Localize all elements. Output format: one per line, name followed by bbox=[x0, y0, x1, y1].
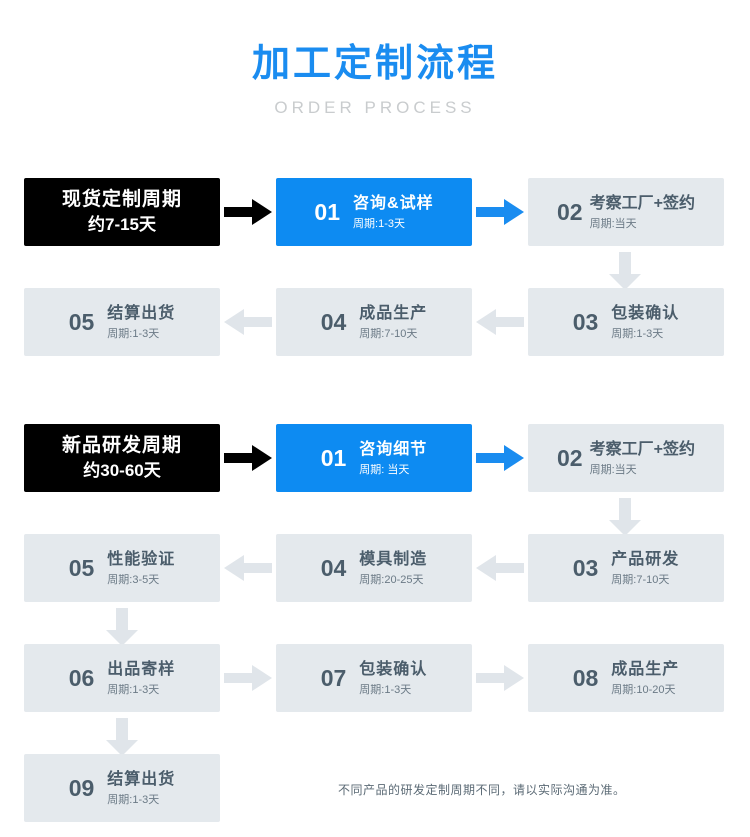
arrow-down-gray-2 bbox=[609, 498, 641, 536]
stock-step-05-name: 结算出货 bbox=[107, 304, 176, 322]
stock-step-03-name: 包装确认 bbox=[611, 304, 680, 322]
stock-step-05-cycle: 周期:1-3天 bbox=[107, 327, 160, 340]
rnd-step-07-number: 07 bbox=[320, 665, 347, 691]
stock-lead-box: 现货定制周期 约7-15天 bbox=[24, 178, 220, 246]
rnd-step-02-number: 02 bbox=[557, 445, 583, 471]
arrow-right-blue-2 bbox=[472, 445, 528, 471]
rnd-lead-title: 新品研发周期 bbox=[61, 435, 182, 456]
stock-step-02[interactable]: 02 考察工厂+签约 周期:当天 bbox=[528, 178, 724, 246]
arrow-down-gray-1 bbox=[609, 252, 641, 290]
rnd-step-05-number: 05 bbox=[68, 555, 95, 581]
rnd-step-09[interactable]: 09 结算出货 周期:1-3天 bbox=[24, 754, 220, 822]
rnd-flow-row-4: 09 结算出货 周期:1-3天 bbox=[24, 754, 220, 822]
rnd-step-01-number: 01 bbox=[320, 445, 347, 471]
arrow-left-gray-1 bbox=[220, 309, 276, 335]
stock-flow-row-2: 05 结算出货 周期:1-3天 04 成品生产 周期:7-10天 bbox=[24, 288, 724, 356]
rnd-step-05[interactable]: 05 性能验证 周期:3-5天 bbox=[24, 534, 220, 602]
stock-step-05-number: 05 bbox=[68, 309, 95, 335]
stock-step-02-cycle: 周期:当天 bbox=[589, 217, 637, 230]
rnd-step-08-name: 成品生产 bbox=[611, 660, 680, 678]
stock-step-03-number: 03 bbox=[572, 309, 599, 335]
stock-step-03-cycle: 周期:1-3天 bbox=[611, 327, 664, 340]
arrow-right-black-1 bbox=[220, 199, 276, 225]
stock-flow-row-1: 现货定制周期 约7-15天 01 咨询&试样 周期:1-3天 bbox=[24, 178, 724, 246]
arrow-left-gray-3 bbox=[220, 555, 276, 581]
arrow-left-gray-2 bbox=[472, 309, 528, 335]
arrow-down-gray-3 bbox=[106, 608, 138, 646]
page-title: 加工定制流程 bbox=[251, 43, 498, 85]
rnd-step-03-number: 03 bbox=[572, 555, 599, 581]
rnd-step-07[interactable]: 07 包装确认 周期:1-3天 bbox=[276, 644, 472, 712]
stock-lead-title: 现货定制周期 bbox=[61, 189, 182, 210]
rnd-step-06[interactable]: 06 出品寄样 周期:1-3天 bbox=[24, 644, 220, 712]
rnd-step-07-name: 包装确认 bbox=[359, 660, 428, 678]
rnd-step-08-cycle: 周期:10-20天 bbox=[611, 683, 676, 696]
rnd-footnote: 不同产品的研发定制周期不同，请以实际沟通为准。 bbox=[338, 783, 626, 797]
rnd-flow-row-1: 新品研发周期 约30-60天 01 咨询细节 周期: 当天 bbox=[24, 424, 724, 492]
rnd-step-02[interactable]: 02 考察工厂+签约 周期:当天 bbox=[528, 424, 724, 492]
stock-step-05[interactable]: 05 结算出货 周期:1-3天 bbox=[24, 288, 220, 356]
rnd-step-09-cycle: 周期:1-3天 bbox=[107, 793, 160, 806]
rnd-step-02-cycle: 周期:当天 bbox=[589, 463, 637, 476]
rnd-step-01-name: 咨询细节 bbox=[359, 440, 428, 458]
stock-step-02-number: 02 bbox=[557, 199, 583, 225]
stock-step-04-number: 04 bbox=[320, 309, 347, 335]
rnd-step-04-name: 模具制造 bbox=[359, 550, 428, 568]
page-header: 加工定制流程 ORDER PROCESS bbox=[0, 0, 750, 119]
rnd-step-04[interactable]: 04 模具制造 周期:20-25天 bbox=[276, 534, 472, 602]
rnd-step-08-number: 08 bbox=[572, 665, 599, 691]
stock-step-01[interactable]: 01 咨询&试样 周期:1-3天 bbox=[276, 178, 472, 246]
rnd-step-06-number: 06 bbox=[68, 665, 95, 691]
rnd-step-03-cycle: 周期:7-10天 bbox=[611, 573, 670, 586]
arrow-right-black-2 bbox=[220, 445, 276, 471]
stock-step-04[interactable]: 04 成品生产 周期:7-10天 bbox=[276, 288, 472, 356]
rnd-step-07-cycle: 周期:1-3天 bbox=[359, 683, 412, 696]
arrow-down-gray-4 bbox=[106, 718, 138, 756]
rnd-step-09-number: 09 bbox=[68, 775, 95, 801]
stock-lead-subtitle: 约7-15天 bbox=[87, 215, 157, 234]
stock-step-01-number: 01 bbox=[314, 199, 341, 225]
rnd-flow-row-3: 06 出品寄样 周期:1-3天 07 包装确认 周期:1-3天 bbox=[24, 644, 724, 712]
rnd-step-04-number: 04 bbox=[320, 555, 347, 581]
page-subtitle: ORDER PROCESS bbox=[274, 98, 476, 117]
rnd-step-04-cycle: 周期:20-25天 bbox=[359, 573, 424, 586]
rnd-step-02-name: 考察工厂+签约 bbox=[589, 440, 695, 458]
rnd-flow-row-2: 05 性能验证 周期:3-5天 04 模具制造 周期:20-25天 bbox=[24, 534, 724, 602]
stock-step-04-cycle: 周期:7-10天 bbox=[359, 327, 418, 340]
stock-step-01-cycle: 周期:1-3天 bbox=[353, 217, 405, 230]
stock-step-02-name: 考察工厂+签约 bbox=[589, 194, 695, 212]
arrow-right-gray-2 bbox=[472, 665, 528, 691]
stock-step-03[interactable]: 03 包装确认 周期:1-3天 bbox=[528, 288, 724, 356]
rnd-step-03-name: 产品研发 bbox=[611, 550, 680, 568]
stock-step-04-name: 成品生产 bbox=[359, 304, 428, 322]
rnd-step-03[interactable]: 03 产品研发 周期:7-10天 bbox=[528, 534, 724, 602]
rnd-step-01[interactable]: 01 咨询细节 周期: 当天 bbox=[276, 424, 472, 492]
rnd-step-05-cycle: 周期:3-5天 bbox=[107, 573, 160, 586]
arrow-left-gray-4 bbox=[472, 555, 528, 581]
rnd-lead-box: 新品研发周期 约30-60天 bbox=[24, 424, 220, 492]
arrow-right-blue-1 bbox=[472, 199, 528, 225]
arrow-right-gray-1 bbox=[220, 665, 276, 691]
rnd-step-06-name: 出品寄样 bbox=[107, 660, 176, 678]
rnd-step-06-cycle: 周期:1-3天 bbox=[107, 683, 160, 696]
rnd-step-05-name: 性能验证 bbox=[107, 550, 176, 568]
rnd-step-09-name: 结算出货 bbox=[107, 770, 176, 788]
rnd-lead-subtitle: 约30-60天 bbox=[83, 461, 161, 480]
stock-step-01-name: 咨询&试样 bbox=[353, 194, 434, 212]
rnd-step-01-cycle: 周期: 当天 bbox=[359, 463, 410, 476]
rnd-step-08[interactable]: 08 成品生产 周期:10-20天 bbox=[528, 644, 724, 712]
